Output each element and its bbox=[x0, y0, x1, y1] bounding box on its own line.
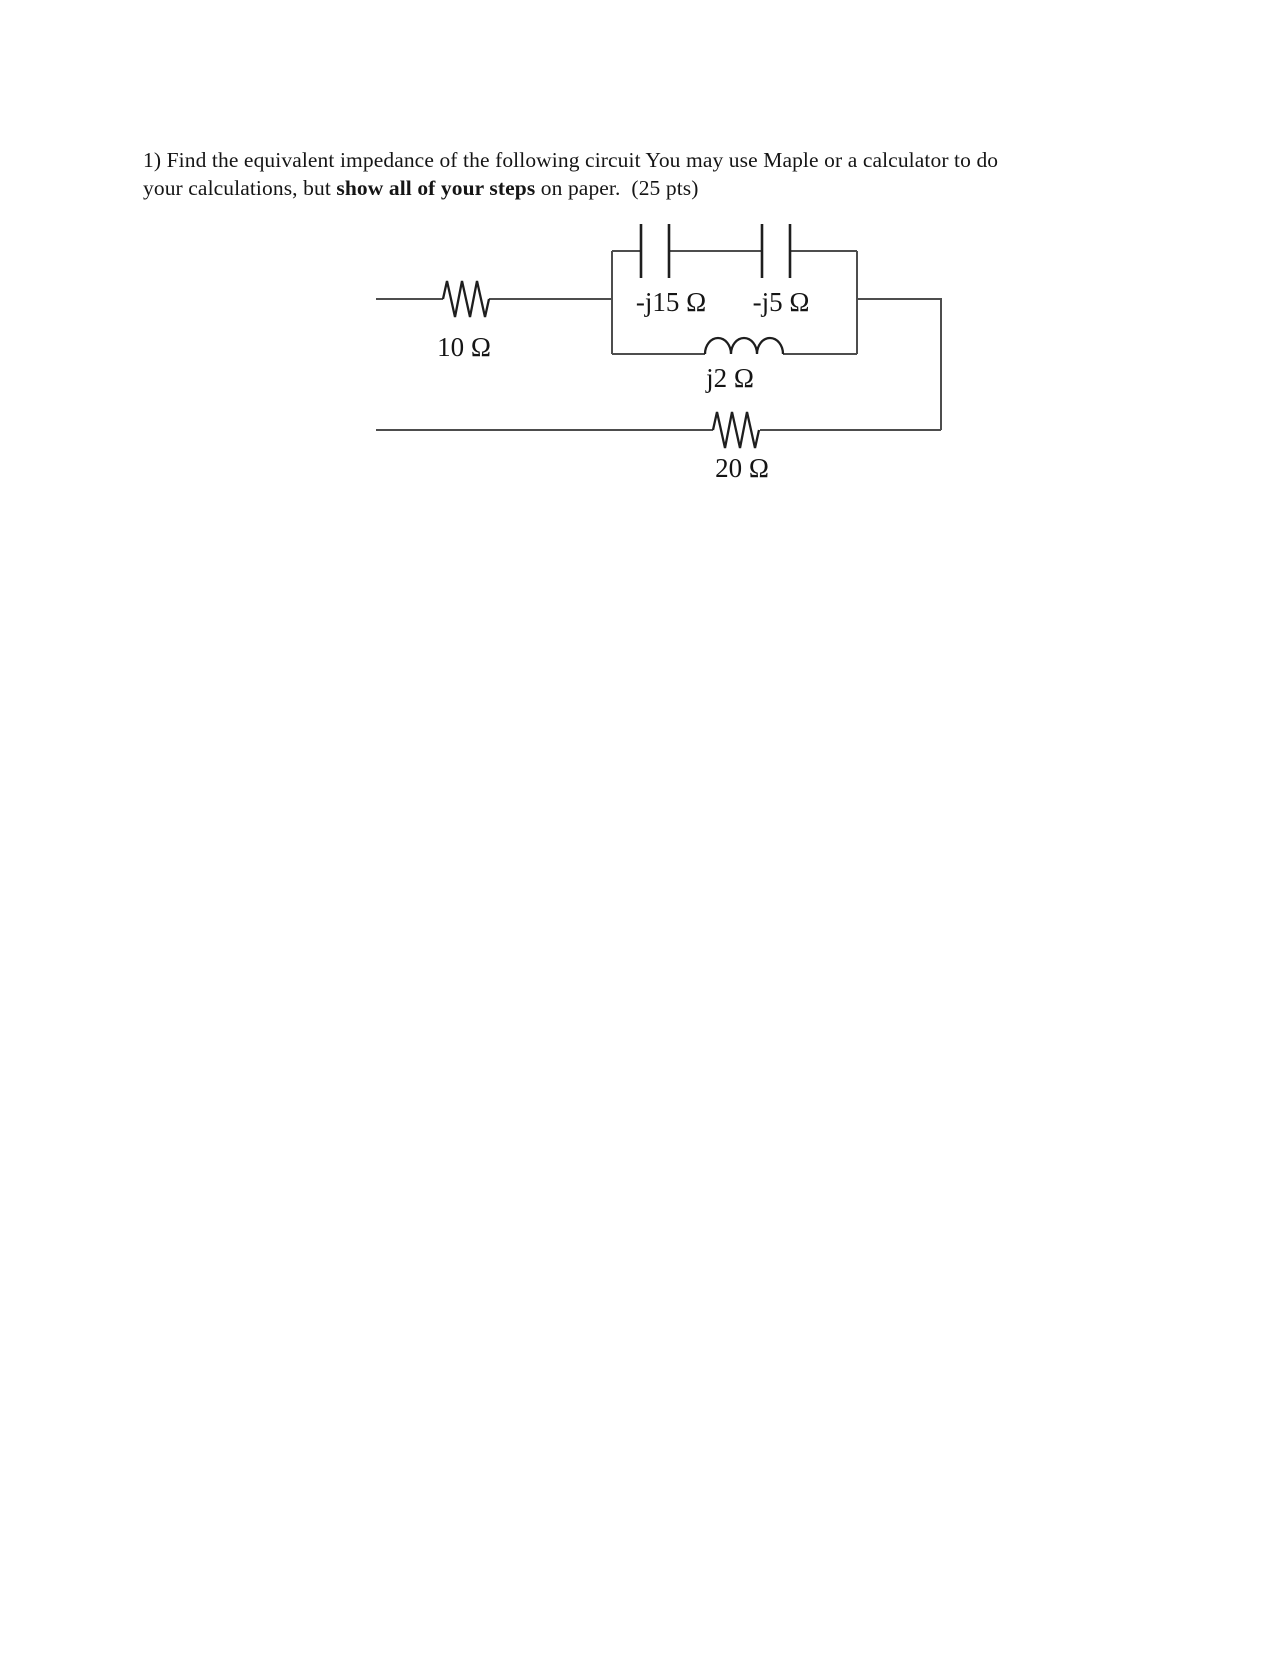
bottom-resistor-symbol bbox=[711, 411, 761, 449]
right-capacitor-label: -j5 Ω bbox=[753, 287, 810, 317]
problem-line-1: 1) Find the equivalent impedance of the … bbox=[143, 148, 999, 172]
problem-line-2-suffix: on paper. (25 pts) bbox=[535, 176, 699, 200]
problem-statement: 1) Find the equivalent impedance of the … bbox=[143, 146, 1088, 202]
right-capacitor-symbol bbox=[760, 224, 792, 278]
top-resistor-label: 10 Ω bbox=[437, 332, 491, 362]
circuit-diagram: 10 Ω -j15 Ω -j5 Ω j2 Ω 20 Ω bbox=[376, 224, 942, 483]
top-resistor-symbol bbox=[441, 280, 491, 318]
inductor-symbol bbox=[703, 336, 785, 355]
bottom-resistor-label: 20 Ω bbox=[715, 453, 769, 483]
right-return-wire bbox=[857, 298, 942, 430]
left-capacitor-label: -j15 Ω bbox=[636, 287, 706, 317]
inductor-label: j2 Ω bbox=[705, 363, 754, 393]
problem-line-2-bold: show all of your steps bbox=[336, 176, 536, 200]
problem-line-2: your calculations, but show all of your … bbox=[143, 174, 1088, 202]
left-capacitor-symbol bbox=[639, 224, 671, 278]
problem-line-2-prefix: your calculations, but bbox=[143, 176, 337, 200]
